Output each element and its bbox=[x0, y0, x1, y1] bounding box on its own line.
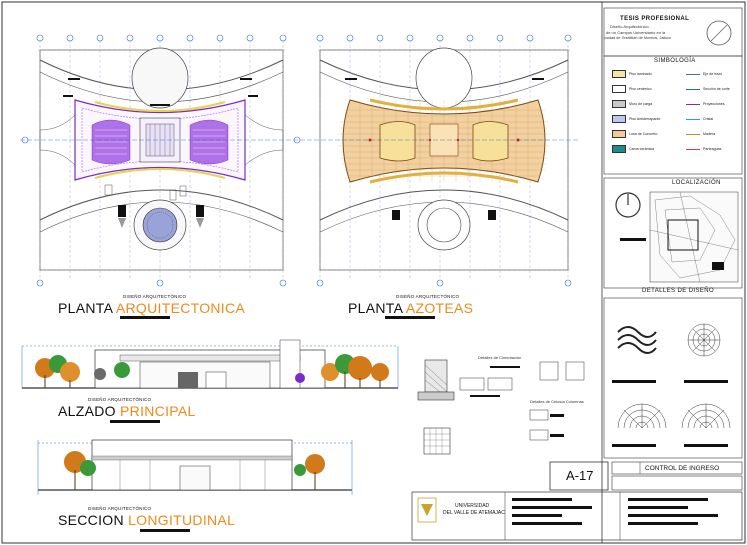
legend-label: Proyecciones bbox=[703, 102, 725, 106]
project-desc-3: ciudad de Tezatitlán de Morelos, Jalisco bbox=[604, 36, 672, 40]
plan-roof-subtitle: DISEÑO ARQUITECTÓNICO bbox=[396, 294, 460, 299]
legend-label: Parteaguas bbox=[703, 147, 722, 151]
legend-item: Cama cerámica bbox=[612, 145, 654, 153]
legend-line bbox=[686, 88, 700, 90]
legend-swatch bbox=[612, 100, 626, 108]
legend-item: Piso Antiderrapante bbox=[612, 115, 660, 123]
legend-label: Piso cerámico bbox=[629, 87, 652, 91]
legend-label: Piso Antiderrapante bbox=[629, 117, 661, 121]
plan-arch-title: PLANTA ARQUITECTONICA bbox=[58, 300, 246, 316]
legend-item: Losa de Concreto bbox=[612, 130, 657, 138]
plan-roof bbox=[300, 34, 580, 287]
section-subtitle: DISEÑO ARQUITECTÓNICO bbox=[88, 506, 152, 511]
detail-foundation-label: Detalles de Cimentación bbox=[478, 355, 522, 360]
legend-item: Sección de corte bbox=[686, 87, 730, 91]
section-title: SECCION LONGITUDINAL bbox=[58, 512, 236, 528]
legend-swatch bbox=[612, 115, 626, 123]
legend-label: Cristal bbox=[703, 117, 714, 121]
university-line-2: DEL VALLE DE ATEMAJAC bbox=[443, 510, 505, 516]
elevation-main bbox=[21, 339, 399, 389]
plan-architectural bbox=[20, 34, 301, 287]
legend-line bbox=[686, 118, 700, 120]
localization-header: LOCALIZACIÓN bbox=[672, 180, 721, 186]
legend-line bbox=[686, 148, 700, 150]
legend-item: Cristal bbox=[686, 117, 713, 121]
legend-line bbox=[686, 103, 700, 105]
legend-item: Parteaguas bbox=[686, 147, 721, 151]
project-desc-2: de un Campus Universitario en la bbox=[606, 30, 666, 35]
legend-label: Sección de corte bbox=[703, 87, 730, 91]
construction-details bbox=[417, 359, 585, 455]
sheet-number: A-17 bbox=[566, 468, 594, 483]
detail-columns-label: Detalles de Celosía Columnas bbox=[530, 399, 584, 404]
legend-label: Cama cerámica bbox=[629, 147, 655, 151]
elevation-subtitle: DISEÑO ARQUITECTÓNICO bbox=[88, 397, 152, 402]
university-line-1: UNIVERSIDAD bbox=[455, 503, 490, 509]
thesis-title: TESIS PROFESIONAL bbox=[620, 16, 690, 22]
legend-item: Eje de trazo bbox=[686, 72, 722, 76]
legend-item: Proyecciones bbox=[686, 102, 725, 106]
legend-line bbox=[686, 73, 700, 75]
legend-label: Losa de Concreto bbox=[629, 132, 658, 136]
title-scale-bars bbox=[110, 316, 435, 532]
plan-arch-subtitle: DISEÑO ARQUITECTÓNICO bbox=[123, 294, 187, 299]
title-panel bbox=[411, 7, 743, 541]
elevation-title: ALZADO PRINCIPAL bbox=[58, 403, 196, 419]
legend-item: Muro de carga bbox=[612, 100, 652, 108]
sheet-name: CONTROL DE INGRESO bbox=[645, 465, 720, 472]
legend-item: Piso cerámico bbox=[612, 85, 652, 93]
symbology-header: SIMBOLOGÍA bbox=[654, 58, 696, 64]
legend-swatch bbox=[612, 130, 626, 138]
project-desc-1: Diseño Arquitectónico bbox=[610, 24, 649, 29]
legend-item: Madera bbox=[686, 132, 715, 136]
section-longitudinal bbox=[37, 439, 353, 495]
legend-swatch bbox=[612, 85, 626, 93]
details-header: DETALLES DE DISEÑO bbox=[642, 288, 715, 294]
legend-label: Muro de carga bbox=[629, 102, 653, 106]
legend-line bbox=[686, 133, 700, 135]
legend-label: Madera bbox=[703, 132, 716, 136]
legend-swatch bbox=[612, 70, 626, 78]
legend-item: Piso laminado bbox=[612, 70, 652, 78]
legend-label: Eje de trazo bbox=[703, 72, 723, 76]
legend-label: Piso laminado bbox=[629, 72, 652, 76]
legend-swatch bbox=[612, 145, 626, 153]
plan-roof-title: PLANTA AZOTEAS bbox=[348, 300, 474, 316]
